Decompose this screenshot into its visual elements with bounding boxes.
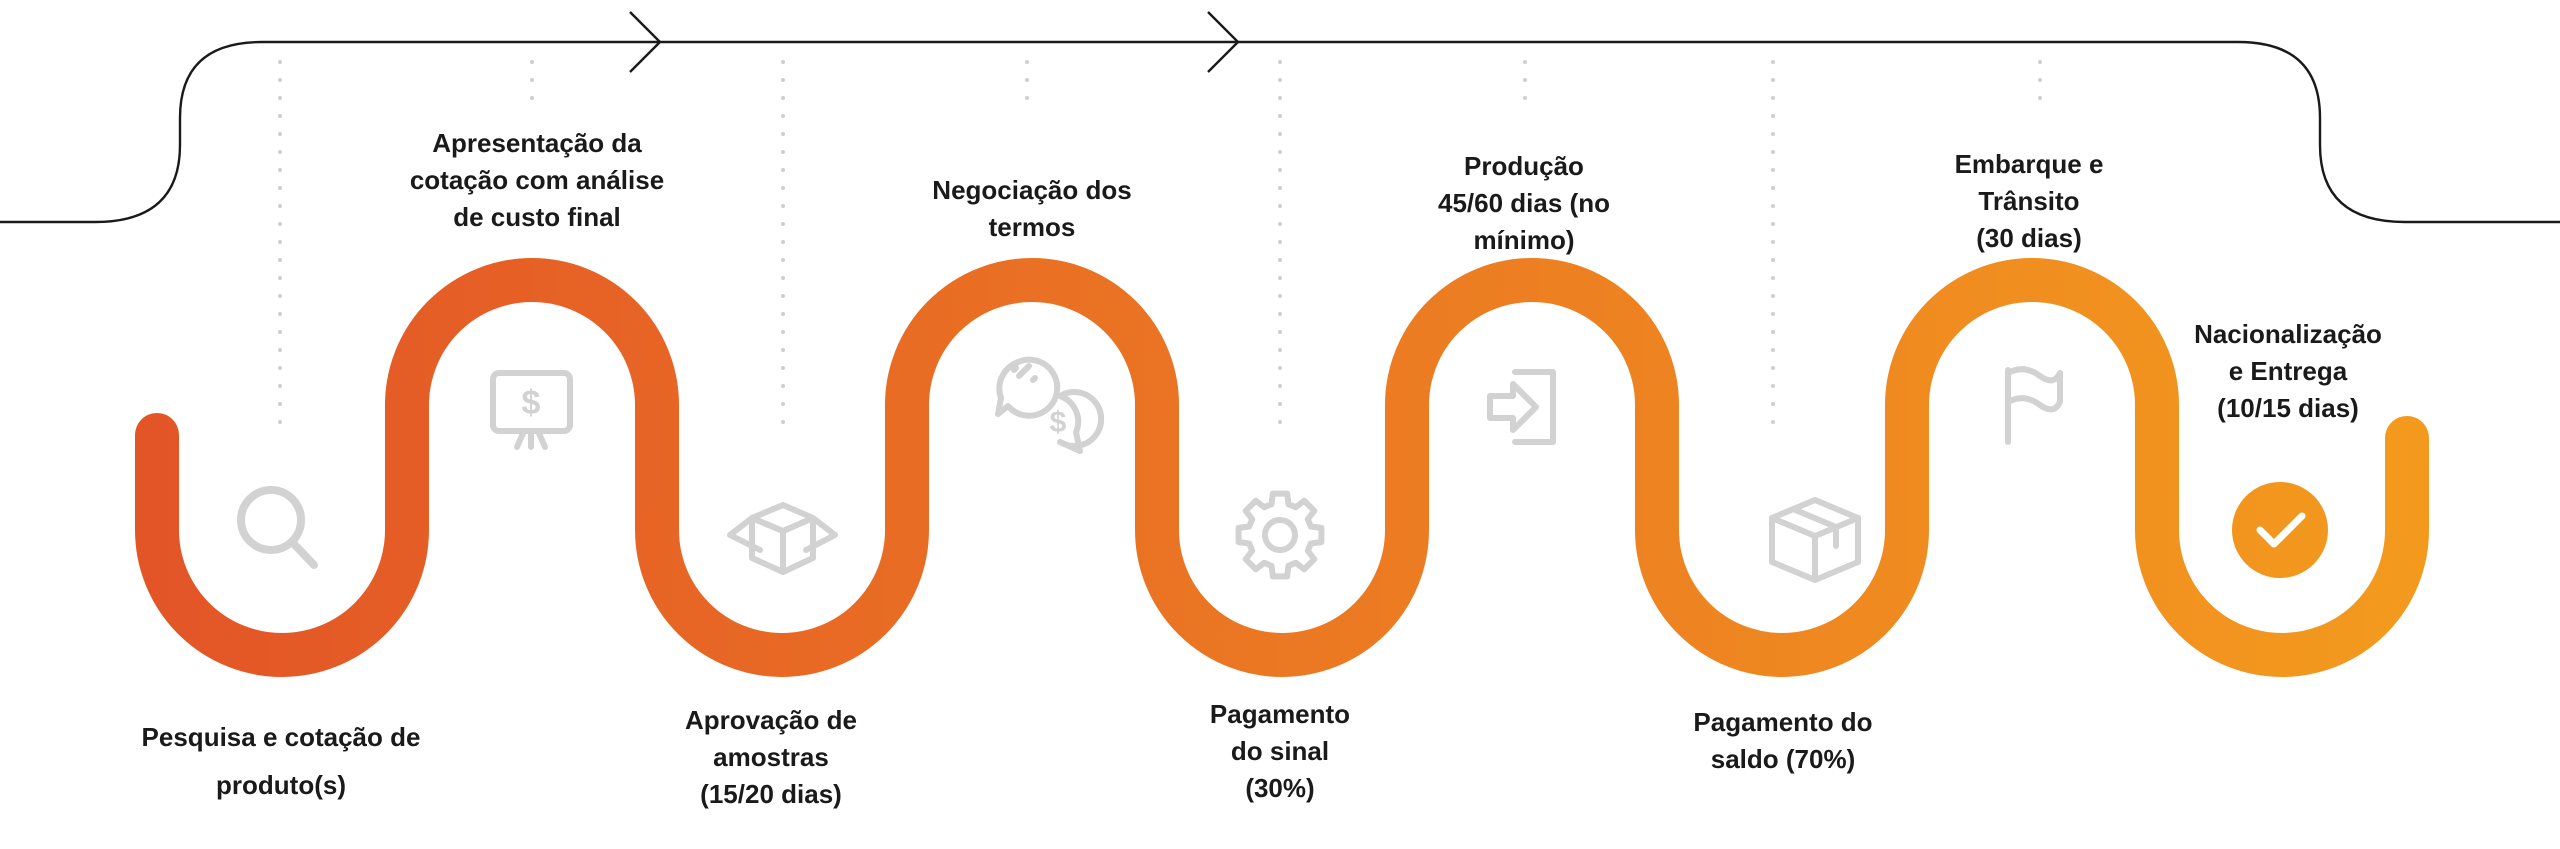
step-label-pesquisa: Pesquisa e cotação de produto(s) [141, 722, 421, 800]
step-label-producao: Produção 45/60 dias (no mínimo) [1438, 151, 1610, 255]
search-icon [237, 486, 318, 569]
flow-arrowhead [1207, 11, 1240, 73]
box-icon [1769, 497, 1861, 583]
gear-icon [1235, 490, 1325, 580]
presentation-board-dollar-icon: $ [490, 370, 573, 450]
open-box-icon [727, 502, 838, 575]
step-label-nacionalizacao: Nacionalização e Entrega (10/15 dias) [2194, 319, 2382, 423]
flow-arrowhead [629, 11, 662, 73]
serpentine-path [135, 258, 2429, 677]
step-label-negociacao: Negociação dos termos [932, 175, 1132, 242]
dotted-guides [278, 60, 2042, 432]
svg-text:$: $ [522, 384, 541, 422]
flag-icon [2005, 366, 2063, 445]
step-label-aprovacao: Aprovação de amostras (15/20 dias) [685, 705, 857, 809]
svg-text:$: $ [1050, 406, 1067, 439]
step-label-pagamento-sinal: Pagamento do sinal (30%) [1209, 699, 1351, 803]
step-label-embarque: Embarque e Trânsito (30 dias) [1954, 149, 2104, 253]
login-arrow-icon [1487, 369, 1556, 445]
check-circle-icon [2232, 482, 2328, 578]
step-label-pagamento-saldo: Pagamento do saldo (70%) [1693, 707, 1873, 774]
chat-bubbles-percent-dollar-icon: $ [995, 356, 1105, 454]
top-flow-line [0, 40, 2560, 224]
step-label-apresentacao: Apresentação da cotação com análise de c… [409, 128, 665, 232]
